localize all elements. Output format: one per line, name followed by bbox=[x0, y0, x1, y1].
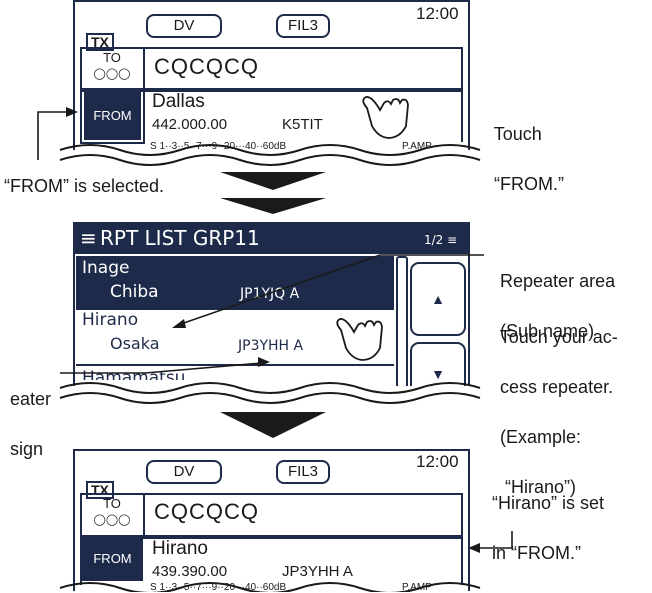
screen-3-to-value: CQCQCQ bbox=[154, 499, 259, 524]
arrow-down-icon bbox=[220, 198, 326, 214]
annotation-line: “Hirano”) bbox=[500, 477, 577, 497]
screen-3-from-label[interactable]: FROM bbox=[82, 537, 143, 581]
screen-3-frequency: 439.390.00 bbox=[152, 563, 228, 580]
leader-line bbox=[37, 111, 70, 160]
annotation-line: sign bbox=[10, 439, 44, 459]
screen-1-filter[interactable]: FIL3 bbox=[276, 14, 330, 38]
annotation-touch-repeater: Touch your ac- cess repeater. (Example: … bbox=[490, 300, 618, 500]
arrow-down-icon bbox=[220, 172, 326, 190]
screen-1-preamp: P.AMP bbox=[402, 141, 432, 152]
screen-1-repeater-name: Dallas bbox=[152, 91, 205, 112]
screen-3-s-meter: S 1··3··5··7···9··20···40··60dB bbox=[150, 582, 287, 593]
arrow-right-icon bbox=[66, 107, 78, 117]
screen-1-mode-dv[interactable]: DV bbox=[146, 14, 222, 38]
tear-edge bbox=[59, 392, 481, 404]
screen-2-page-indicator: 1/2 ≡ bbox=[424, 233, 458, 247]
screen-2-title-bar bbox=[75, 224, 468, 254]
screen-3-from-row[interactable] bbox=[80, 535, 463, 585]
screen-3-filter[interactable]: FIL3 bbox=[276, 460, 330, 484]
scroll-up-button[interactable]: ▲ bbox=[410, 262, 466, 336]
leader-line bbox=[60, 362, 263, 374]
screen-3-clock: 12:00 bbox=[416, 452, 459, 471]
screen-1-to-label: TO◯◯◯ bbox=[93, 50, 131, 80]
screen-1-to-value: CQCQCQ bbox=[154, 54, 259, 79]
annotation-repeater-callsign: eater sign bbox=[0, 362, 51, 462]
tear-edge bbox=[59, 154, 481, 166]
screen-3-repeater-name: Hirano bbox=[152, 538, 208, 559]
screen-3-to-row[interactable] bbox=[80, 493, 463, 539]
menu-icon: ≡ bbox=[80, 226, 97, 250]
annotation-line: (Example: bbox=[500, 427, 582, 447]
screen-2-item-2-name: Hirano bbox=[82, 310, 139, 330]
annotation-repeater-area: Repeater area (Sub name) bbox=[490, 244, 615, 344]
screen-1-to-divider bbox=[143, 47, 145, 90]
annotation-line: cess repeater. bbox=[500, 377, 614, 397]
tear-edge bbox=[59, 382, 481, 394]
leader-line bbox=[478, 531, 513, 549]
screen-1-callsign: K5TIT bbox=[282, 116, 323, 133]
annotation-line: eater bbox=[10, 389, 52, 409]
screen-1-tear-mask bbox=[60, 150, 480, 170]
annotation-line: “Hirano” is set bbox=[492, 493, 605, 513]
arrow-down-icon bbox=[220, 412, 326, 438]
screen-3-mode-dv[interactable]: DV bbox=[146, 460, 222, 484]
annotation-from-selected: “FROM” is selected. bbox=[4, 176, 165, 196]
annotation-line: Touch bbox=[493, 124, 542, 144]
arrow-head-icon bbox=[258, 357, 270, 367]
screen-1-from-row[interactable] bbox=[80, 88, 463, 142]
screen-2-item-2-call: JP3YHH A bbox=[238, 338, 304, 354]
screen-3-preamp: P.AMP bbox=[402, 582, 432, 593]
annotation-line: Repeater area bbox=[500, 271, 616, 291]
tear-edge bbox=[59, 582, 481, 592]
annotation-line: (Sub name) bbox=[500, 321, 595, 341]
screen-2-list-item[interactable] bbox=[76, 256, 394, 310]
annotation-hirano-set: “Hirano” is set in “FROM.” bbox=[482, 466, 604, 566]
screen-2-title: RPT LIST GRP11 bbox=[100, 226, 260, 250]
screen-1-from-button[interactable]: FROM bbox=[80, 88, 145, 144]
annotation-touch-from: Touch “FROM.” bbox=[484, 97, 564, 197]
screen-2-item-1-sub: Chiba bbox=[110, 282, 159, 302]
screen-2-item-1-name: Inage bbox=[82, 258, 130, 278]
leader-line bbox=[177, 254, 484, 326]
annotation-line: Touch your ac- bbox=[499, 327, 618, 347]
screen-1-frequency: 442.000.00 bbox=[152, 116, 228, 133]
annotation-line: in “FROM.” bbox=[492, 543, 582, 563]
screen-3-to-divider bbox=[143, 493, 145, 537]
hand-touch-icon bbox=[336, 318, 383, 361]
screen-3-callsign: JP3YHH A bbox=[282, 563, 353, 580]
arrow-left-icon bbox=[468, 543, 480, 553]
arrow-head-icon bbox=[172, 319, 186, 328]
screen-1-to-row[interactable] bbox=[80, 47, 463, 92]
screen-3-to-label: TO◯◯◯ bbox=[93, 496, 131, 526]
screen-1-tx-indicator: TX bbox=[86, 33, 114, 51]
tear-edge bbox=[59, 144, 481, 156]
hand-touch-icon bbox=[362, 96, 409, 139]
screen-2-item-2-sub: Osaka bbox=[110, 334, 160, 353]
annotation-line: “FROM.” bbox=[494, 174, 564, 194]
screen-1-clock: 12:00 bbox=[416, 4, 459, 23]
